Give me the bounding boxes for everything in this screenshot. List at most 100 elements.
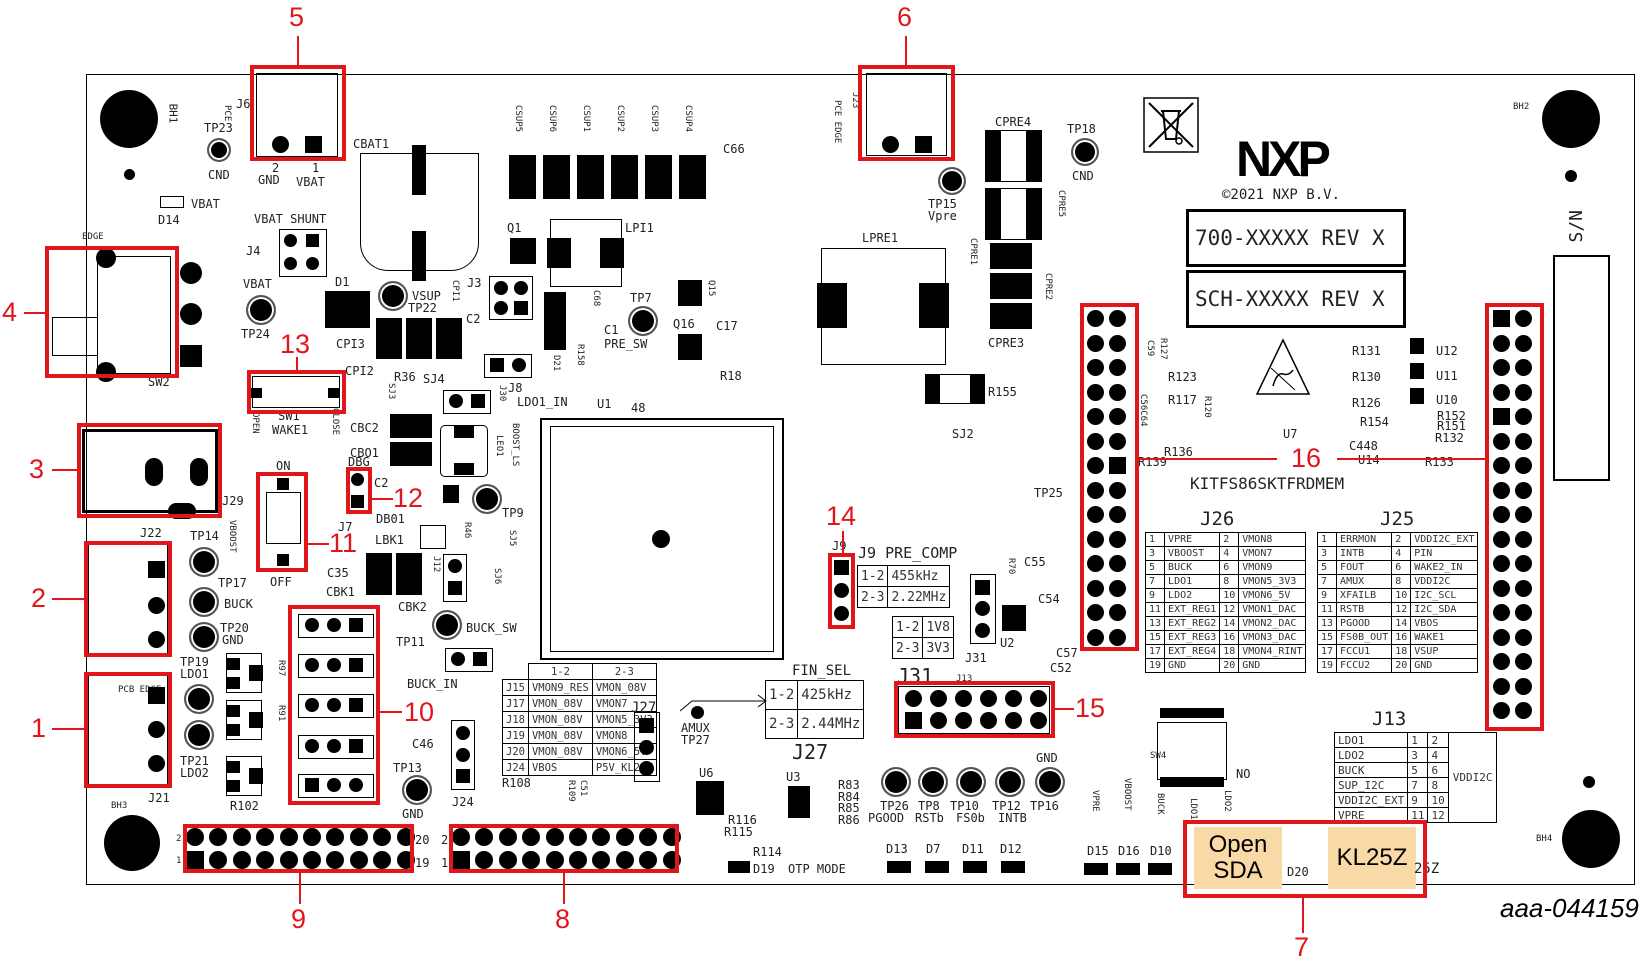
header-pin [232, 828, 251, 846]
cbat1-terminal [412, 231, 426, 281]
d12-label: D12 [1000, 842, 1022, 856]
sw2-pin [180, 262, 202, 284]
tp19-label: TP19 [180, 655, 209, 669]
header-pin [1515, 481, 1532, 499]
bh4-label: BH4 [1536, 834, 1553, 844]
r102-pad [226, 761, 240, 773]
table-cell: 18 [1391, 644, 1412, 659]
header-pin [1109, 481, 1126, 499]
header-pin [1493, 506, 1510, 523]
jumper-j8 [484, 354, 532, 378]
header-pin [592, 851, 611, 869]
capacitor-cpre1 [990, 243, 1032, 269]
j6-vbat-label: VBAT [296, 175, 325, 189]
header-pin [905, 690, 922, 707]
vboost-label: VBOOST [227, 520, 237, 553]
callout-number-3: 3 [29, 454, 45, 484]
table-header: 1-2 [527, 663, 593, 680]
sw2-actuator [52, 317, 98, 356]
sw1-pad [250, 388, 262, 398]
nxp-logo: NXP [1236, 131, 1331, 187]
tp18-label: TP18 [1067, 122, 1096, 136]
table-cell: 8 [1391, 574, 1412, 589]
header-pin [1515, 359, 1532, 376]
cbo1-label: CBO1 [350, 446, 379, 460]
jumper-pin-1 [349, 618, 363, 632]
table-cell: 5 [1407, 762, 1429, 778]
table-cell: BUCK [1333, 762, 1409, 778]
table-cell: I2C_SDA [1410, 602, 1479, 617]
header-pin [1087, 432, 1104, 450]
jumper-pin-1 [305, 778, 319, 792]
table-cell: 1-2 [856, 565, 889, 587]
test-point-tp11 [432, 610, 462, 640]
j24-pin [456, 726, 470, 740]
callout-leader-16-left [1139, 458, 1277, 460]
callout-leader-1 [52, 728, 86, 730]
table-cell: 14 [1219, 616, 1240, 631]
jumper-pin-1 [349, 698, 363, 712]
ldo1-in-label: LDO1_IN [517, 395, 568, 409]
j6-pin-1 [305, 136, 322, 153]
buck-in-label: BUCK_IN [407, 677, 458, 691]
table-cell: VMON_08V [527, 711, 593, 728]
table-cell: 425kHz [797, 680, 865, 710]
sw3-off-label: OFF [270, 575, 292, 589]
table-cell: 18 [1219, 644, 1240, 659]
mounting-hole-bh4 [1562, 810, 1620, 868]
r115-label: R115 [724, 825, 753, 839]
header-pin [1493, 702, 1510, 719]
header-pin [1515, 408, 1532, 425]
tp11-label: TP11 [396, 635, 425, 649]
tp17-label: TP17 [218, 576, 247, 590]
lbk1-label: LBK1 [375, 533, 404, 547]
j30-label: J30 [497, 385, 507, 402]
table-cell: LDO1 [1164, 574, 1221, 589]
db01-label: DB01 [376, 512, 405, 526]
r91-pad [249, 712, 263, 728]
d20-label: D20 [1287, 865, 1309, 879]
jumper-pin [305, 698, 319, 712]
header-pin [1087, 555, 1104, 572]
jumper-j19 [298, 654, 374, 678]
j24-pin-1 [456, 769, 470, 783]
header-pin [1493, 677, 1510, 695]
table-cell: 1 [1316, 532, 1338, 547]
connector-j23 [866, 73, 947, 156]
table-cell: EXT_REG2 [1164, 616, 1221, 631]
mounting-hole-bh1 [100, 90, 158, 148]
header-pin [326, 851, 345, 869]
tp10-label: TP10 [950, 799, 979, 813]
tp21-ldo2-label: LDO2 [180, 766, 209, 780]
callout-number-15: 15 [1075, 693, 1106, 723]
j13-vddi2c-label: VDDI2C [1447, 732, 1498, 823]
header-pin [452, 851, 470, 869]
table-cell: 16 [1391, 630, 1412, 645]
header-pin [545, 851, 564, 869]
lpi1-pad [600, 238, 624, 268]
header-pin [1109, 555, 1126, 572]
esd-warning-icon [1255, 338, 1311, 395]
ic-u10 [1410, 388, 1424, 404]
header-pin [498, 851, 517, 869]
table-cell: 7 [1407, 777, 1429, 793]
table-cell: VDDI2C_EXT [1410, 532, 1479, 547]
tp22-label: TP22 [408, 301, 437, 315]
table-cell: 1V8 [922, 616, 954, 638]
lpre1-pad [817, 283, 847, 328]
callout-number-10: 10 [404, 697, 435, 727]
table-cell: 2-3 [764, 709, 799, 739]
header-pin [955, 690, 972, 707]
capacitor-cbc2 [390, 414, 432, 438]
header-pin [1087, 530, 1104, 548]
header-pin [1493, 432, 1510, 450]
header-pin [1087, 506, 1104, 523]
d1-label: D1 [335, 275, 350, 289]
r97-pad [226, 658, 240, 670]
